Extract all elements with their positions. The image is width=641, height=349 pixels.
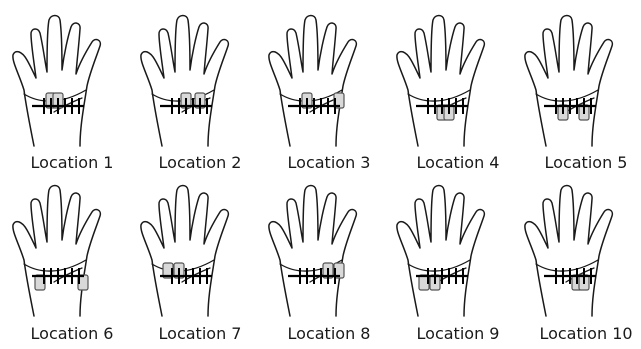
- location-label: Location 9: [417, 324, 500, 343]
- hand-outline: [13, 186, 100, 317]
- hand-outline: [13, 16, 100, 147]
- hand-panel-3: [269, 16, 356, 147]
- location-label: Location 5: [545, 153, 628, 172]
- location-label: Location 7: [159, 324, 242, 343]
- hand-panel-7: [141, 186, 228, 317]
- hand-outline: [397, 16, 484, 147]
- hand-panel-4: [397, 16, 484, 147]
- location-label: Location 2: [159, 153, 242, 172]
- location-label: Location 10: [539, 324, 632, 343]
- hand-outline: [269, 16, 356, 147]
- hand-outline: [141, 16, 228, 147]
- hand-panel-2: [141, 16, 228, 147]
- hand-outline: [397, 186, 484, 317]
- hand-panel-8: [269, 186, 356, 317]
- location-label: Location 6: [31, 324, 114, 343]
- hand-panel-10: [525, 186, 612, 317]
- hand-panel-1: [13, 16, 100, 147]
- hand-outline: [141, 186, 228, 317]
- hand-outline: [525, 16, 612, 147]
- hand-outline: [269, 186, 356, 317]
- hand-outline: [525, 186, 612, 317]
- hand-panel-5: [525, 16, 612, 147]
- location-label: Location 4: [417, 153, 500, 172]
- location-label: Location 3: [288, 153, 371, 172]
- location-label: Location 8: [288, 324, 371, 343]
- hand-panel-6: [13, 186, 100, 317]
- hand-panel-9: [397, 186, 484, 317]
- location-label: Location 1: [31, 153, 114, 172]
